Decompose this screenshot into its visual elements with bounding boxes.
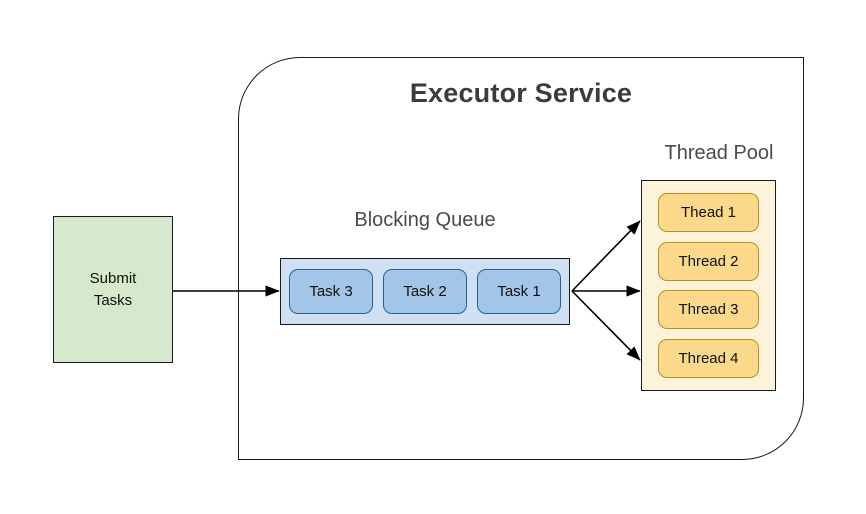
thread-pool-box: Thead 1 Thread 2 Thread 3 Thread 4 <box>641 180 776 391</box>
thread-pool-label: Thread Pool <box>664 142 774 164</box>
submit-tasks-line-2: Tasks <box>93 291 133 309</box>
blocking-queue-box: Task 3 Task 2 Task 1 <box>280 258 570 325</box>
thread-tile: Thread 3 <box>658 290 759 330</box>
executor-service-title: Executor Service <box>409 78 633 108</box>
thread-tile: Thead 1 <box>658 192 759 232</box>
executor-service-container <box>238 57 804 460</box>
task-tile: Task 3 <box>289 269 373 314</box>
task-tile: Task 1 <box>477 269 561 314</box>
blocking-queue-label: Blocking Queue <box>354 209 496 231</box>
submit-tasks-box: Submit Tasks <box>53 216 173 363</box>
submit-tasks-line-1: Submit <box>89 269 137 287</box>
task-tile: Task 2 <box>383 269 467 314</box>
thread-tile: Thread 2 <box>658 241 759 281</box>
thread-tile: Thread 4 <box>658 339 759 379</box>
